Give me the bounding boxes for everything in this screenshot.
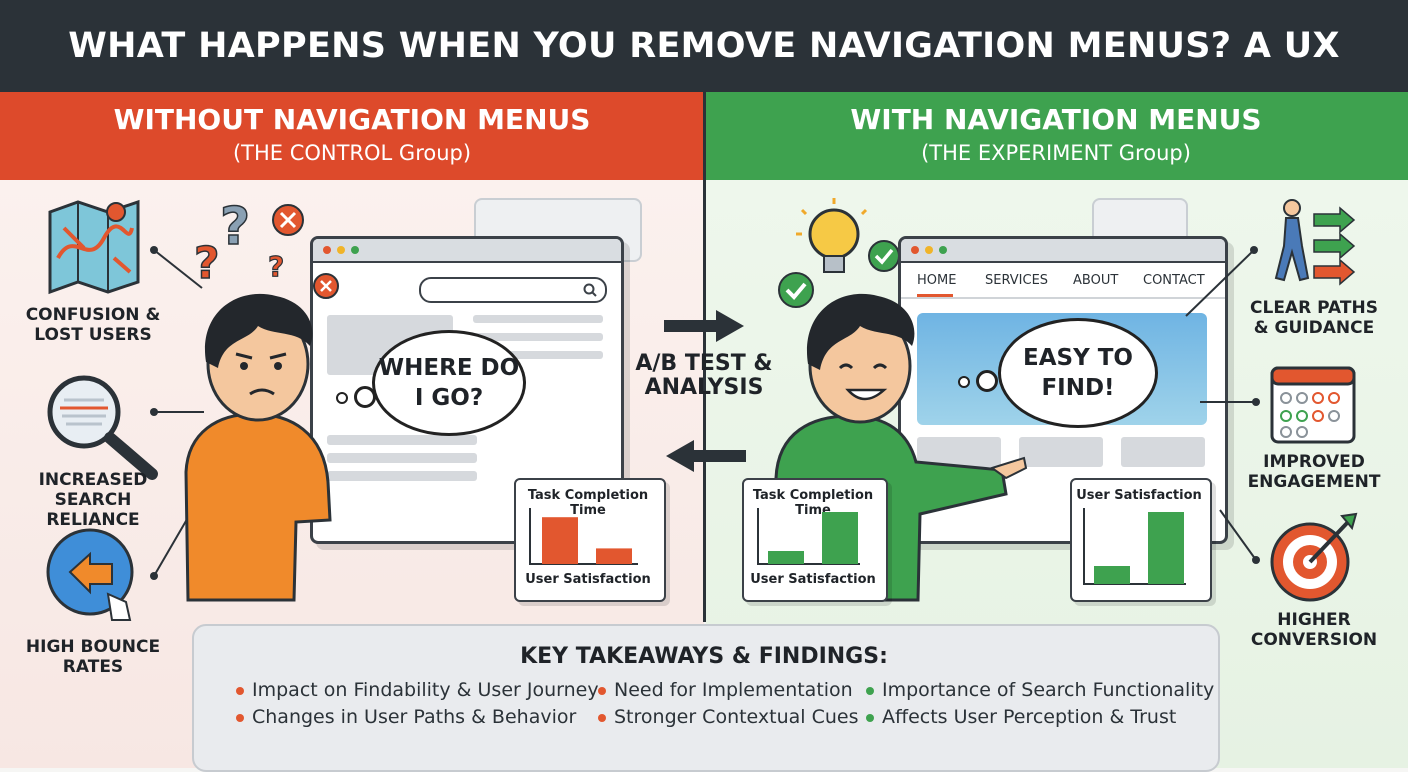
issue-bounce-label: HIGH BOUNCE RATES [25, 637, 161, 677]
svg-text:?: ? [194, 238, 220, 289]
map-icon [48, 199, 140, 295]
bullet-icon [866, 686, 874, 695]
benefit-engagement-label: IMPROVED ENGAGEMENT [1247, 452, 1381, 492]
svg-text:?: ? [220, 197, 250, 257]
walking-person-icon [1274, 199, 1356, 286]
maximize-dot [351, 246, 359, 254]
maximize-dot [939, 246, 947, 254]
takeaway-text: Impact on Findability & User Journey [252, 679, 599, 701]
browser-titlebar [313, 239, 621, 263]
thought-dot [336, 392, 348, 404]
thought-dot [976, 370, 998, 392]
confused-user-illustration [184, 293, 332, 602]
chart-bar [822, 512, 858, 564]
experiment-heading: WITH NAVIGATION MENUS [850, 103, 1262, 136]
control-chart-card [514, 478, 666, 602]
takeaways-panel [192, 624, 1220, 772]
content-block [1121, 437, 1205, 467]
takeaway-text: Changes in User Paths & Behavior [252, 706, 577, 728]
takeaways-title: KEY TAKEAWAYS & FINDINGS: [520, 644, 888, 669]
search-icon [583, 283, 597, 297]
lightbulb-icon [778, 198, 900, 308]
takeaway-item: Impact on Findability & User Journey [236, 679, 599, 701]
text-line [327, 435, 477, 445]
takeaway-item: Importance of Search Functionality [866, 679, 1214, 701]
control-heading: WITHOUT NAVIGATION MENUS [113, 103, 591, 136]
content-block [1019, 437, 1103, 467]
text-line [473, 333, 603, 341]
target-icon [1270, 512, 1358, 602]
bullet-icon [236, 686, 244, 695]
search-input[interactable] [419, 277, 607, 303]
bullet-icon [866, 713, 874, 722]
satisfaction-chart-card [1070, 478, 1212, 602]
right-connectors [1185, 246, 1260, 564]
takeaway-text: Affects User Perception & Trust [882, 706, 1177, 728]
control-chart-title: Task Completion Time [527, 488, 649, 518]
browser-titlebar [901, 239, 1225, 263]
benefit-clear-paths-label: CLEAR PATHS & GUIDANCE [1250, 298, 1378, 338]
satisfaction-chart-title: User Satisfaction [1076, 488, 1202, 503]
bullet-icon [236, 713, 244, 722]
page-title: WHAT HAPPENS WHEN YOU REMOVE NAVIGATION … [68, 26, 1340, 158]
minimize-dot [337, 246, 345, 254]
nav-active-indicator [917, 294, 953, 297]
experiment-chart-card [742, 478, 888, 602]
exchange-arrows-icon [664, 310, 746, 472]
text-line [473, 315, 603, 323]
chart-bar [1148, 512, 1184, 584]
thought-dot [958, 376, 970, 388]
benefit-conversion-label: HIGHER CONVERSION [1250, 610, 1378, 650]
nav-home[interactable]: HOME [917, 273, 957, 288]
nav-about[interactable]: ABOUT [1073, 273, 1119, 288]
experiment-header [704, 92, 1408, 180]
calendar-icon [1270, 366, 1356, 444]
control-subheading: (THE CONTROL Group) [232, 141, 472, 165]
thought-dot [354, 386, 376, 408]
text-line [473, 351, 603, 359]
chart-bar [542, 517, 578, 564]
magnifier-icon [47, 375, 158, 480]
experiment-chart-caption: User Satisfaction [750, 572, 876, 587]
issue-search-label: INCREASED SEARCH RELIANCE [38, 470, 148, 530]
bullet-icon [598, 713, 606, 722]
control-chart-caption: User Satisfaction [525, 572, 651, 587]
bullet-icon [598, 686, 606, 695]
nav-bar: HOME SERVICES ABOUT CONTACT [901, 263, 1225, 299]
close-dot [323, 246, 331, 254]
thought-bubble-happy: EASY TO FIND! [998, 318, 1158, 428]
takeaway-text: Need for Implementation [614, 679, 853, 701]
svg-text:?: ? [268, 250, 284, 283]
experiment-subheading: (THE EXPERIMENT Group) [921, 141, 1191, 165]
chart-bar [596, 548, 632, 564]
minimize-dot [925, 246, 933, 254]
nav-services[interactable]: SERVICES [985, 273, 1049, 288]
experiment-chart-title: Task Completion Time [752, 488, 874, 518]
issue-confusion-label: CONFUSION & LOST USERS [25, 305, 161, 345]
takeaway-text: Importance of Search Functionality [882, 679, 1215, 701]
center-divider [703, 92, 706, 622]
back-arrow-icon [46, 528, 134, 621]
takeaway-item: Stronger Contextual Cues [598, 706, 859, 728]
text-line [327, 453, 477, 463]
satisfaction-bar-chart [1083, 508, 1186, 585]
title-bar [0, 0, 1408, 92]
takeaway-item: Affects User Perception & Trust [866, 706, 1176, 728]
nav-contact[interactable]: CONTACT [1143, 273, 1205, 288]
control-header [0, 92, 704, 180]
experiment-bar-chart [757, 508, 860, 565]
text-line [327, 471, 477, 481]
close-dot [911, 246, 919, 254]
chart-bar [768, 551, 804, 564]
question-marks-icon: ? ? ? [193, 196, 339, 299]
chart-bar [1094, 566, 1130, 584]
thought-bubble-confused: WHERE DO I GO? [372, 330, 526, 436]
takeaway-item: Need for Implementation [598, 679, 853, 701]
ab-test-label: A/B TEST & ANALYSIS [635, 351, 773, 400]
takeaway-text: Stronger Contextual Cues [614, 706, 859, 728]
control-bar-chart [529, 508, 638, 565]
takeaway-item: Changes in User Paths & Behavior [236, 706, 576, 728]
